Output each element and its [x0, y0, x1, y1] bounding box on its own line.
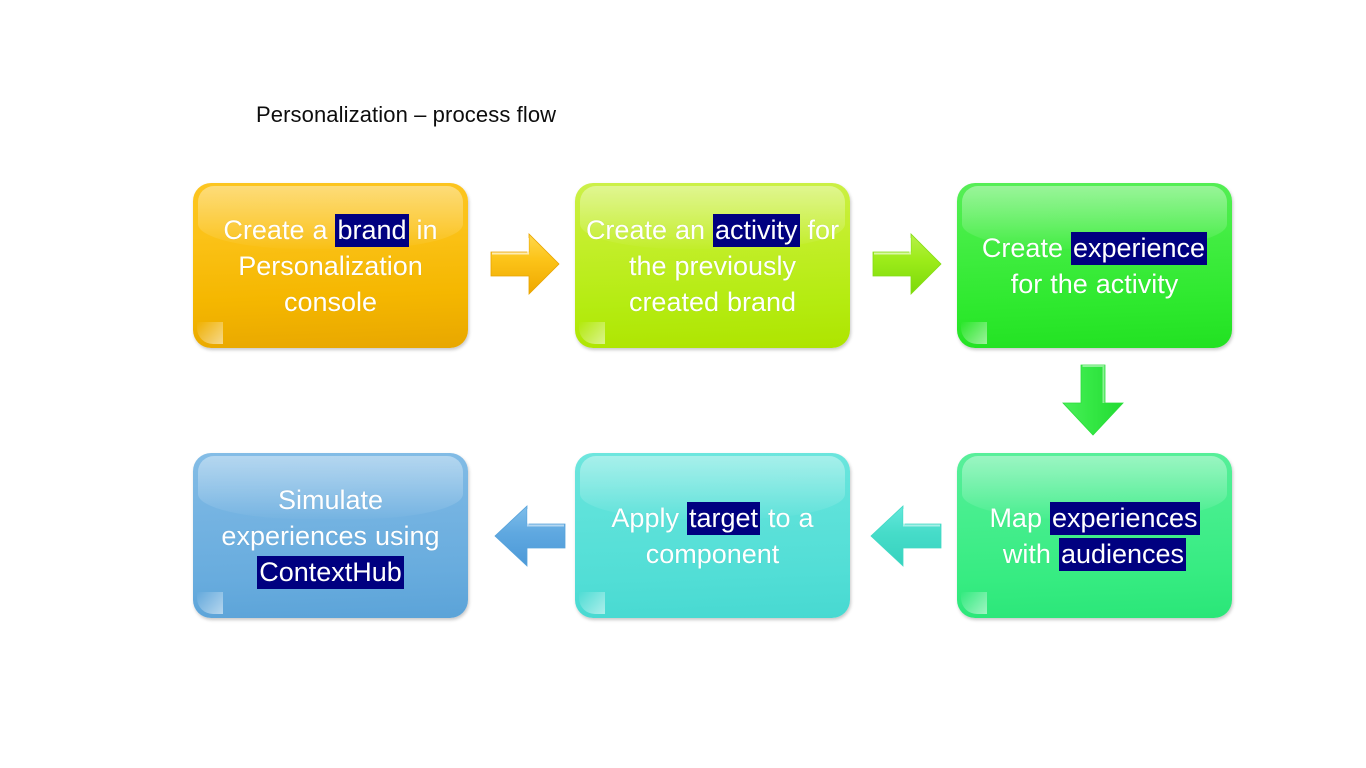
highlighted-term: audiences	[1058, 537, 1187, 571]
process-step-create-experience[interactable]: Create experience for the activity	[957, 183, 1232, 348]
process-step-apply-target[interactable]: Apply target to a component	[575, 453, 850, 618]
arrow-right-icon	[489, 231, 561, 297]
process-step-create-activity[interactable]: Create an activity for the previously cr…	[575, 183, 850, 348]
highlighted-term: ContextHub	[257, 555, 404, 589]
arrow-right-icon	[871, 231, 943, 297]
arrow-down-icon	[1060, 363, 1126, 439]
highlighted-term: activity	[713, 213, 800, 247]
arrow-left-icon	[489, 503, 567, 569]
arrow-left-icon	[865, 503, 943, 569]
process-step-simulate-experiences[interactable]: Simulate experiences using ContextHub	[193, 453, 468, 618]
step-label: Map experiences with audiences	[989, 501, 1200, 571]
process-step-map-experiences-audiences[interactable]: Map experiences with audiences	[957, 453, 1232, 618]
highlighted-term: experiences	[1049, 501, 1200, 535]
step-label: Apply target to a component	[611, 501, 814, 569]
highlighted-term: target	[686, 501, 761, 535]
process-step-create-brand[interactable]: Create a brand in Personalization consol…	[193, 183, 468, 348]
page-title: Personalization – process flow	[256, 102, 557, 127]
step-label: Create a brand in Personalization consol…	[223, 213, 438, 317]
step-label: Create experience for the activity	[981, 231, 1208, 299]
highlighted-term: brand	[335, 213, 409, 247]
highlighted-term: experience	[1070, 231, 1208, 265]
step-label: Simulate experiences using ContextHub	[221, 484, 440, 589]
step-label: Create an activity for the previously cr…	[585, 213, 840, 317]
